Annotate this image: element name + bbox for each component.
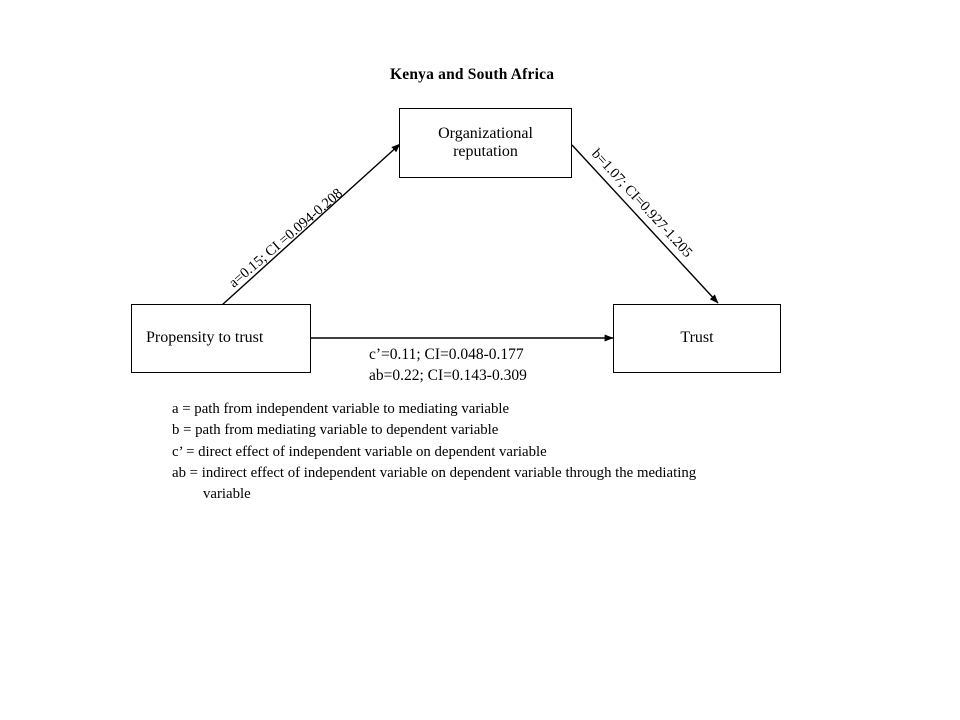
arrow-path-a bbox=[221, 143, 401, 306]
legend-block: a = path from independent variable to me… bbox=[172, 399, 696, 505]
node-mediator-label-line1: Organizational bbox=[438, 124, 533, 142]
legend-line-c-prime: c’ = direct effect of independent variab… bbox=[172, 443, 547, 460]
path-c-prime-label: c’=0.11; CI=0.048-0.177 bbox=[369, 346, 524, 363]
node-mediator-label: Organizational reputation bbox=[438, 125, 533, 162]
legend-line-ab: ab = indirect effect of independent vari… bbox=[172, 464, 697, 481]
path-ab-label: ab=0.22; CI=0.143-0.309 bbox=[369, 366, 527, 384]
page-title: Kenya and South Africa bbox=[390, 66, 555, 83]
direct-and-indirect-effect-labels: c’=0.11; CI=0.048-0.177 ab=0.22; CI=0.14… bbox=[369, 345, 527, 386]
legend-line-ab-continuation: variable bbox=[203, 486, 251, 503]
node-dependent-label: Trust bbox=[680, 329, 714, 347]
node-organizational-reputation[interactable]: Organizational reputation bbox=[399, 108, 572, 178]
node-propensity-to-trust[interactable]: Propensity to trust bbox=[131, 304, 311, 373]
node-mediator-label-line2: reputation bbox=[453, 143, 518, 160]
node-trust[interactable]: Trust bbox=[613, 304, 781, 373]
arrow-path-b bbox=[571, 144, 719, 304]
legend-line-a: a = path from independent variable to me… bbox=[172, 401, 510, 417]
legend-line-b: b = path from mediating variable to depe… bbox=[172, 422, 499, 439]
node-independent-label: Propensity to trust bbox=[146, 329, 264, 347]
